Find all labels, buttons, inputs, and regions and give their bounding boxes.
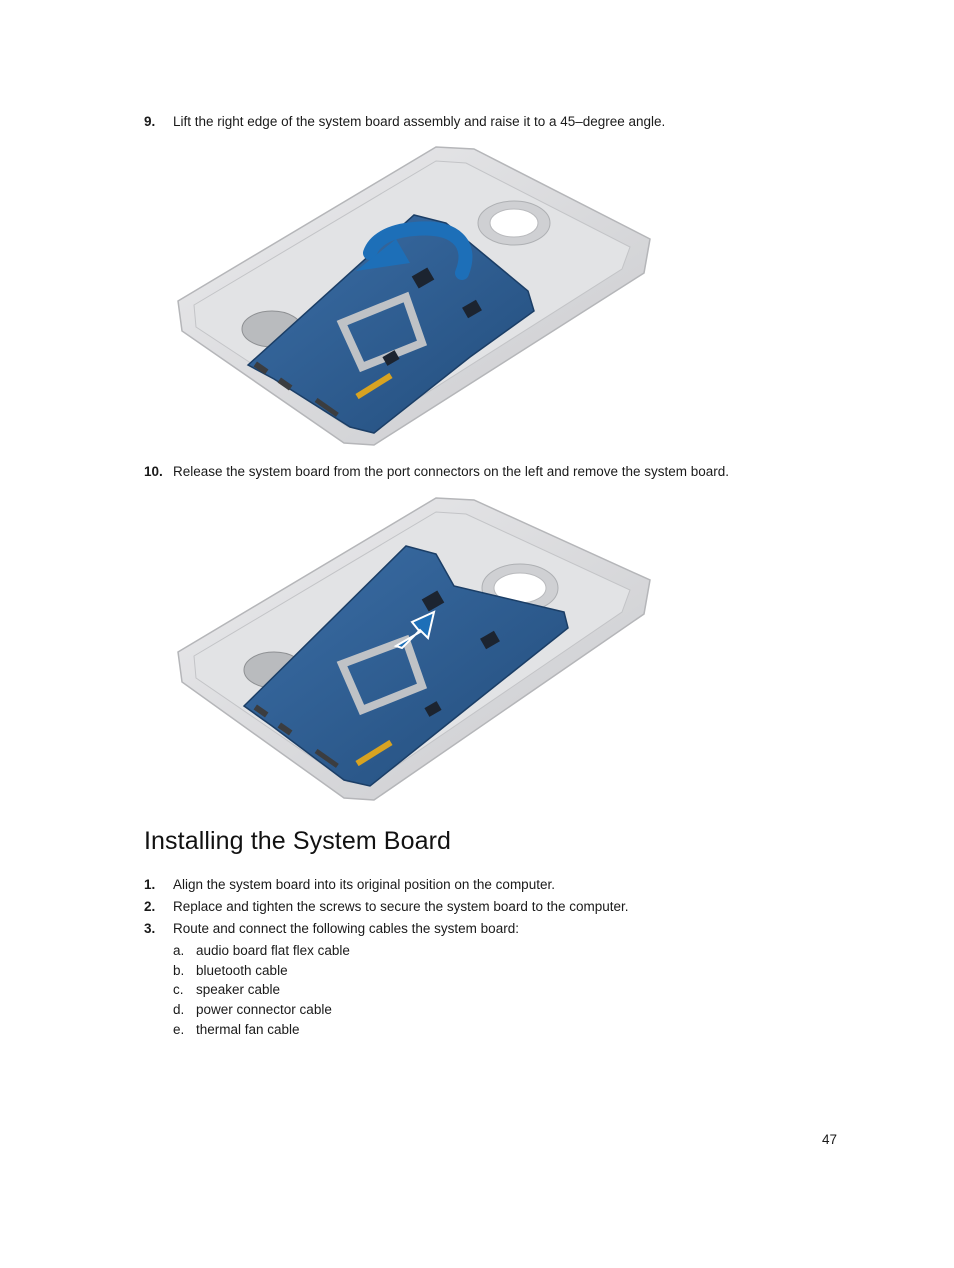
cable-text: thermal fan cable [196,1022,300,1037]
cable-item: c. speaker cable [173,981,280,999]
step-number: 10. [144,464,163,479]
step-number: 3. [144,921,156,936]
lift-arrow-icon [356,221,473,280]
install-step-1: 1. Align the system board into its origin… [144,876,555,894]
page-number: 47 [822,1132,838,1147]
cable-letter: b. [173,963,185,978]
step-10: 10. Release the system board from the por… [144,463,729,481]
cable-letter: a. [173,943,185,958]
step-number: 2. [144,899,156,914]
step-9: 9. Lift the right edge of the system boar… [144,113,665,131]
system-board [242,545,569,787]
cable-letter: c. [173,982,184,997]
install-step-3: 3. Route and connect the following cables… [144,920,519,938]
remove-arrow-icon [393,610,436,650]
step-number: 9. [144,114,156,129]
step-text: Align the system board into its original… [173,877,555,892]
system-board-remove-figure [177,497,651,801]
cable-text: speaker cable [196,982,281,997]
cable-letter: e. [173,1022,185,1037]
cable-item: a. audio board flat flex cable [173,942,350,960]
cable-item: d. power connector cable [173,1001,332,1019]
step-text: Lift the right edge of the system board … [173,114,666,129]
step-text: Release the system board from the port c… [173,464,730,479]
system-board-lift-figure [177,146,651,446]
section-heading: Installing the System Board [144,827,452,855]
cable-text: audio board flat flex cable [196,943,350,958]
cable-item: b. bluetooth cable [173,962,288,980]
cable-letter: d. [173,1002,185,1017]
cable-item: e. thermal fan cable [173,1021,300,1039]
install-step-2: 2. Replace and tighten the screws to secu… [144,898,629,916]
cable-text: bluetooth cable [196,963,288,978]
step-number: 1. [144,877,156,892]
step-text: Route and connect the following cables t… [173,921,519,936]
cable-text: power connector cable [196,1002,332,1017]
step-text: Replace and tighten the screws to secure… [173,899,629,914]
